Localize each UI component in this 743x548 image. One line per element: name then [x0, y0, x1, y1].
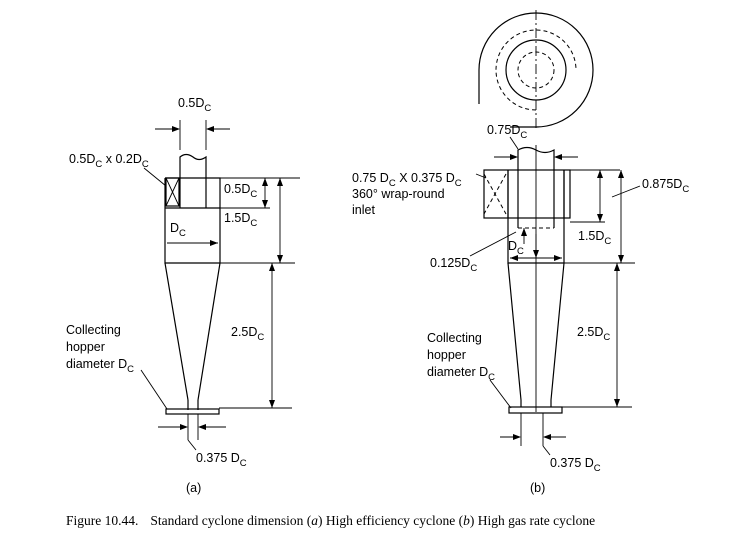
label-diameter-b: DC — [508, 239, 524, 257]
arrow-cone-b-down — [614, 399, 620, 407]
cone-a — [164, 262, 221, 401]
arrow-body-a-down — [277, 255, 283, 263]
figure-caption: Figure 10.44.Standard cyclone dimension … — [66, 513, 595, 528]
arrow-diameter-a — [210, 240, 218, 246]
hopper-flange-a — [165, 408, 220, 415]
leader-gap-b — [469, 231, 517, 257]
label-bottom-a: 0.375 DC — [196, 451, 247, 469]
hopper-flange-b — [508, 406, 563, 414]
label-outlet-depth-a: 0.5DC — [224, 182, 257, 200]
label-hopper-a-line2: hopper — [66, 340, 105, 354]
arrow-bottom-a-left — [180, 424, 188, 430]
cyclone-b: 0.75DC 0.75 DC X 0.375 DC 360° wrap-roun… — [352, 10, 689, 495]
leader-inlet-a — [143, 167, 167, 187]
arrow-top-b-left — [510, 154, 518, 160]
label-gap-b: 0.125DC — [430, 256, 477, 274]
arrow-diameter-b-right — [554, 255, 562, 261]
caption-prefix: Figure 10.44. — [66, 513, 138, 528]
inlet-box-a — [165, 177, 180, 207]
label-hopper-a-line3: diameter DC — [66, 357, 134, 375]
leader-bottom-b — [542, 445, 551, 456]
leader-hopper-a — [140, 369, 168, 410]
arrow-bottom-b-right — [543, 434, 551, 440]
arrow-outdepth-b-down — [597, 214, 603, 222]
label-outlet-depth-b: 0.875DC — [642, 177, 689, 195]
arrow-top-b-right — [554, 154, 562, 160]
panel-label-a: (a) — [186, 481, 201, 495]
label-bottom-b: 0.375 DC — [550, 456, 601, 474]
arrow-top-a-left — [172, 126, 180, 132]
panel-label-b: (b) — [530, 481, 545, 495]
arrow-body-b-up — [618, 170, 624, 178]
label-cone-height-a: 2.5DC — [231, 325, 264, 343]
inlet-cross-a — [165, 177, 180, 207]
arrow-outdepth-a-up — [262, 178, 268, 186]
label-inlet-b: 0.75 DC X 0.375 DC — [352, 171, 462, 189]
arrow-top-a-right — [206, 126, 214, 132]
plan-view-dashed-inner — [495, 29, 577, 111]
plan-view-scroll — [478, 12, 594, 128]
leader-hopper-b — [489, 379, 512, 409]
arrow-bottom-b-left — [513, 434, 521, 440]
arrow-outdepth-b-up — [597, 170, 603, 178]
label-top-width-b: 0.75DC — [487, 123, 527, 141]
label-diameter-a: DC — [170, 221, 186, 239]
arrow-bottom-a-right — [198, 424, 206, 430]
arrow-body-a-up — [277, 178, 283, 186]
label-inlet-b-line2: 360° wrap-round — [352, 187, 445, 201]
label-top-width-a: 0.5DC — [178, 96, 211, 114]
label-hopper-b-line2: hopper — [427, 348, 466, 362]
arrow-cone-b-up — [614, 263, 620, 271]
cyclone-a: 0.5DC 0.5DC x 0.2DC 0.5DC 1.5DC DC 2.5DC… — [66, 96, 300, 495]
leader-top-b — [509, 136, 519, 150]
leader-outdepth-b — [611, 185, 641, 198]
label-cone-height-b: 2.5DC — [577, 325, 610, 343]
arrow-diameter-b-left — [510, 255, 518, 261]
arrow-body-b-down — [618, 255, 624, 263]
cone-b — [507, 262, 565, 401]
inlet-box-b — [483, 169, 571, 219]
arrow-cone-a-down — [269, 400, 275, 408]
label-hopper-b-line1: Collecting — [427, 331, 482, 345]
label-body-height-b: 1.5DC — [578, 229, 611, 247]
outlet-pipe-a — [179, 153, 207, 208]
leader-bottom-a — [187, 439, 197, 451]
leader-inlet-b — [475, 173, 487, 179]
label-hopper-a-line1: Collecting — [66, 323, 121, 337]
label-inlet-a: 0.5DC x 0.2DC — [69, 152, 149, 170]
arrow-gap-b — [521, 228, 527, 236]
arrow-outdepth-a-down — [262, 200, 268, 208]
label-inlet-b-line3: inlet — [352, 203, 375, 217]
arrow-cone-a-up — [269, 263, 275, 271]
label-hopper-b-line3: diameter DC — [427, 365, 495, 383]
arrow-diameter-b-down — [533, 250, 539, 258]
label-body-height-a: 1.5DC — [224, 211, 257, 229]
inlet-cross-b — [483, 173, 507, 215]
